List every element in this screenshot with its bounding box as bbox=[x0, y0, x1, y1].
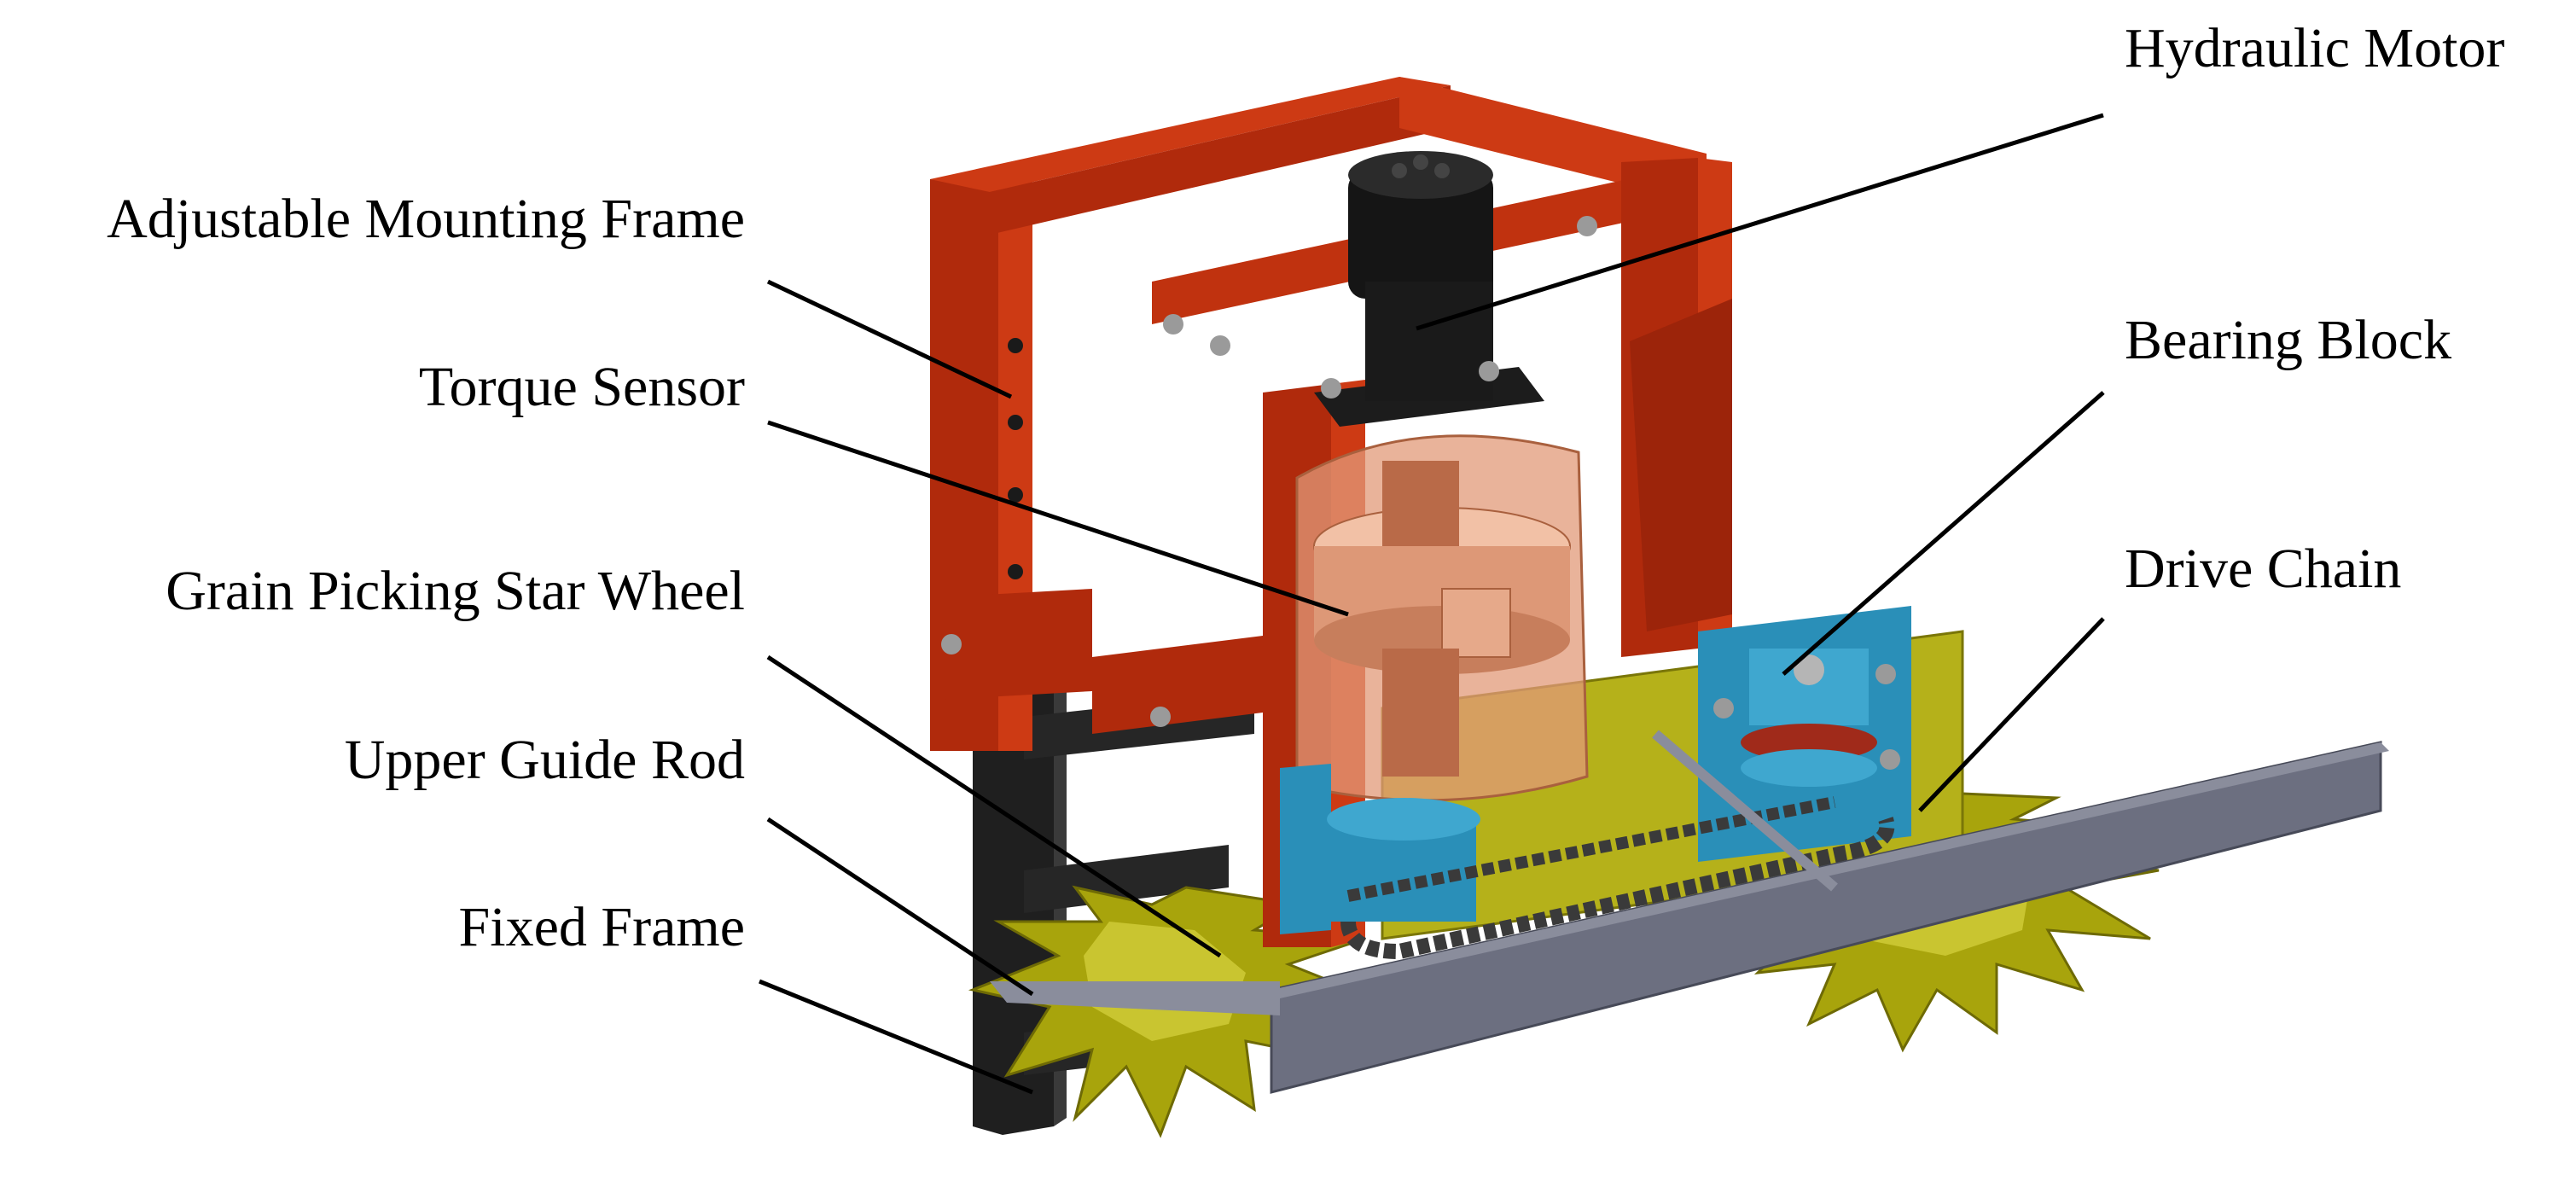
label-drive-chain: Drive Chain bbox=[2125, 538, 2401, 600]
label-grain-picking-star-wheel: Grain Picking Star Wheel bbox=[166, 560, 745, 622]
label-hydraulic-motor: Hydraulic Motor bbox=[2125, 17, 2504, 79]
label-torque-sensor: Torque Sensor bbox=[419, 356, 745, 418]
torque-sensor-housing bbox=[1295, 434, 1589, 802]
labels: Hydraulic Motor Adjustable Mounting Fram… bbox=[107, 17, 2504, 958]
label-upper-guide-rod: Upper Guide Rod bbox=[345, 729, 745, 791]
bearing-blocks bbox=[1280, 606, 1911, 934]
leader-line-hydraulic-motor bbox=[1416, 113, 2104, 331]
label-bearing-block: Bearing Block bbox=[2125, 309, 2451, 371]
label-adjustable-mounting-frame: Adjustable Mounting Frame bbox=[107, 188, 745, 250]
hydraulic-motor bbox=[1321, 151, 1499, 401]
leader-line-fixed-frame bbox=[759, 979, 1033, 1095]
leader-line-drive-chain bbox=[1918, 617, 2105, 812]
leader-line-torque-sensor bbox=[767, 420, 1349, 617]
label-fixed-frame: Fixed Frame bbox=[459, 896, 745, 958]
leader-lines bbox=[759, 113, 2105, 1095]
upper-guide-rod bbox=[990, 730, 2389, 1094]
leader-line-adjustable-mounting-frame bbox=[766, 279, 1013, 399]
machine-illustration bbox=[930, 77, 2389, 1138]
leader-line-grain-picking-star-wheel bbox=[766, 654, 1222, 958]
leader-line-upper-guide-rod bbox=[766, 817, 1034, 997]
leader-line-bearing-block bbox=[1782, 391, 2105, 676]
